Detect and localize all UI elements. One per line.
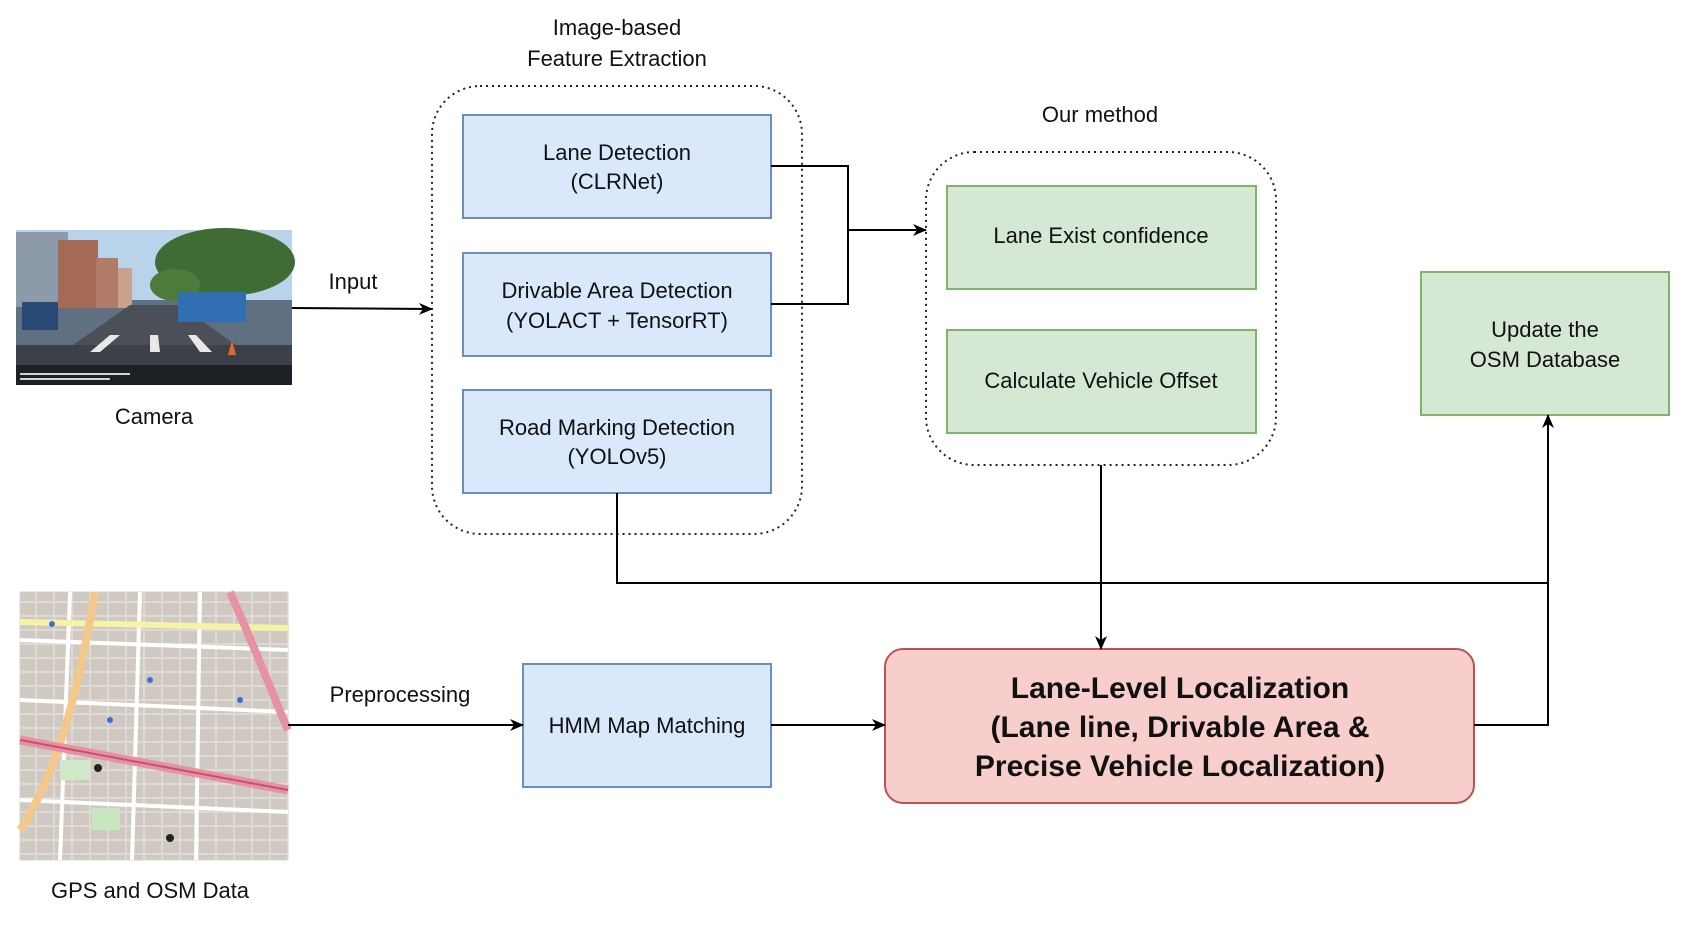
update-osm-line2: OSM Database: [1470, 347, 1620, 372]
road-marking-box: Road Marking Detection (YOLOv5): [462, 389, 772, 494]
method-group-container: [925, 151, 1277, 466]
drivable-area-line2: (YOLACT + TensorRT): [506, 308, 728, 333]
lane-detection-line1: Lane Detection: [543, 140, 691, 165]
lane-level-localization-box: Lane-Level Localization (Lane line, Driv…: [884, 648, 1475, 804]
lane-detection-box: Lane Detection (CLRNet): [462, 114, 772, 219]
connectors: [288, 165, 1554, 731]
line-lane-to-merge: [771, 165, 849, 230]
localization-line1: Lane-Level Localization: [1011, 672, 1349, 705]
localization-line3: Precise Vehicle Localization): [975, 750, 1385, 783]
road-marking-line1: Road Marking Detection: [499, 415, 735, 440]
hmm-label: HMM Map Matching: [549, 713, 746, 738]
arrow-camera-to-features: [291, 302, 433, 315]
camera-label: Camera: [115, 404, 194, 429]
feature-group-title-line1: Image-based: [553, 15, 681, 40]
line-drivable-to-merge: [771, 230, 849, 305]
localization-line2: (Lane line, Drivable Area &: [990, 711, 1369, 744]
lane-exist-label: Lane Exist confidence: [993, 223, 1208, 248]
lane-exist-box: Lane Exist confidence: [946, 185, 1257, 290]
map-label: GPS and OSM Data: [51, 878, 250, 903]
drivable-area-box: Drivable Area Detection (YOLACT + Tensor…: [462, 252, 772, 357]
camera-image: [16, 228, 295, 385]
update-osm-box: Update the OSM Database: [1420, 271, 1670, 416]
method-group-title: Our method: [1042, 102, 1158, 127]
drivable-area-line1: Drivable Area Detection: [501, 278, 732, 303]
lane-detection-line2: (CLRNet): [571, 169, 664, 194]
osm-map-image: [16, 590, 292, 861]
input-edge-label: Input: [329, 269, 378, 294]
preprocessing-edge-label: Preprocessing: [330, 682, 471, 707]
vehicle-offset-box: Calculate Vehicle Offset: [946, 329, 1257, 434]
hmm-map-matching-box: HMM Map Matching: [522, 663, 772, 788]
line-roadmarking-down: [616, 493, 1548, 584]
arrow-localization-to-update: [1474, 414, 1554, 726]
update-osm-line1: Update the: [1491, 317, 1599, 342]
road-marking-line2: (YOLOv5): [567, 444, 666, 469]
feature-group-title-line2: Feature Extraction: [527, 46, 707, 71]
vehicle-offset-label: Calculate Vehicle Offset: [984, 368, 1217, 393]
